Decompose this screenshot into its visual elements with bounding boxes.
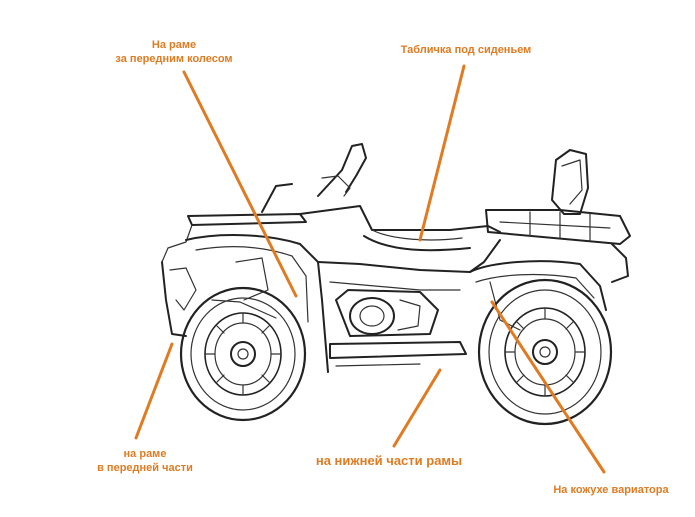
pointer-frame-bottom [392, 368, 442, 448]
label-line: за передним колесом [115, 53, 233, 65]
atv-body [161, 143, 631, 373]
label-variator-cover: На кожухе вариатора [536, 483, 686, 497]
label-seat-plate: Табличка под сиденьем [384, 43, 548, 57]
label-line: Табличка под сиденьем [400, 44, 532, 56]
label-frame-bottom: на нижней части рамы [296, 454, 482, 468]
label-line: На кожухе вариатора [553, 484, 669, 496]
pointer-variator-cover [490, 300, 606, 474]
pointer-lines [134, 64, 606, 474]
pointer-seat-plate [418, 64, 466, 242]
front-wheel [179, 286, 307, 422]
label-frame-front-part: на раме в передней части [86, 447, 204, 475]
label-line: На раме [151, 39, 197, 51]
label-line: в передней части [97, 462, 193, 474]
pointer-frame-behind-front-wheel [182, 70, 298, 298]
label-line: на раме [123, 448, 167, 460]
rear-wheel [477, 278, 613, 426]
label-frame-behind-front-wheel: На раме за передним колесом [104, 38, 244, 66]
pointer-frame-front-part [134, 342, 174, 440]
label-line: на нижней части рамы [315, 453, 463, 468]
